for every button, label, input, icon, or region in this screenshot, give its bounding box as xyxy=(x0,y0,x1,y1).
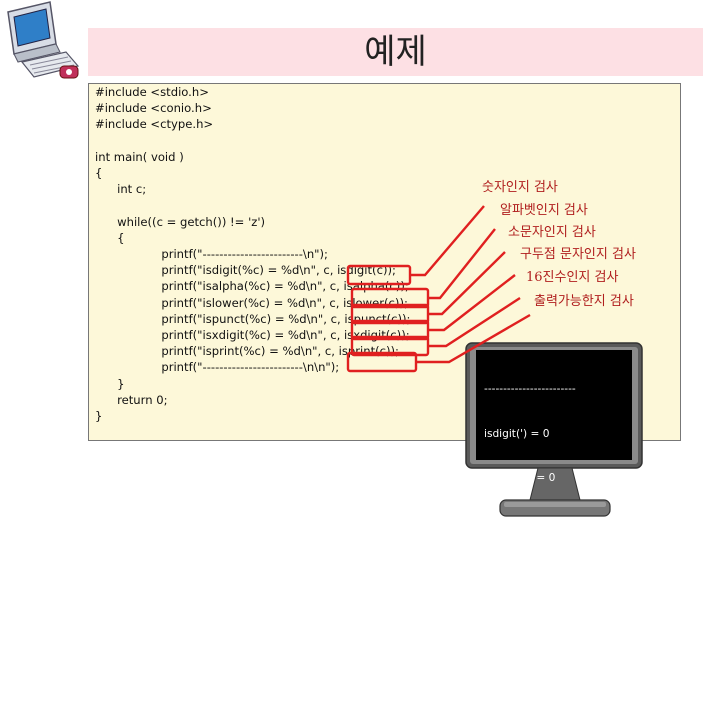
console-line: islower(') = 0 xyxy=(484,515,555,528)
code-line: printf("------------------------\n\n"); xyxy=(95,360,340,375)
code-line: { xyxy=(95,230,125,245)
code-line: #include <ctype.h> xyxy=(95,117,214,132)
title-background xyxy=(88,28,703,76)
code-line: { xyxy=(95,166,103,180)
console-output: ------------------------ isdigit(') = 0 … xyxy=(484,353,576,721)
annotation-isalpha: 알파벳인지 검사 xyxy=(500,203,588,218)
console-line: ------------------------ xyxy=(484,383,576,396)
computer-icon xyxy=(7,1,80,79)
code-line: printf("islower(%c) = %d\n", c, islower(… xyxy=(95,295,408,310)
code-line: printf("isprint(%c) = %d\n", c, isprint(… xyxy=(95,344,399,359)
console-line: isprint(') = 16 xyxy=(484,648,558,661)
console-line: isdigit(') = 0 xyxy=(484,427,550,440)
code-line: int main( void ) xyxy=(95,149,184,164)
code-line: } xyxy=(95,376,125,391)
code-line: printf("isdigit(%c) = %d\n", c, isdigit(… xyxy=(95,263,396,278)
annotation-isdigit: 숫자인지 검사 xyxy=(482,180,558,195)
console-line: ispunct(') = 16 xyxy=(484,559,563,572)
annotation-isxdigit: 16진수인지 검사 xyxy=(526,270,619,285)
code-line: printf("ispunct(%c) = %d\n", c, ispunct(… xyxy=(95,311,411,326)
code-line: while((c = getch()) != 'z') xyxy=(95,214,266,229)
console-line: isalpha(') = 0 xyxy=(484,471,556,484)
annotation-ispunct: 구두점 문자인지 검사 xyxy=(520,247,636,262)
code-line: #include <stdio.h> xyxy=(95,85,209,99)
slide-title: 예제 xyxy=(364,32,427,72)
code-line: printf("------------------------\n"); xyxy=(95,247,328,261)
code-line: #include <conio.h> xyxy=(95,101,212,116)
code-line: printf("isxdigit(%c) = %d\n", c, isxdigi… xyxy=(95,328,410,342)
console-screen xyxy=(476,350,632,460)
code-line: } xyxy=(95,409,103,423)
code-line: printf("isalpha(%c) = %d\n", c, isalpha(… xyxy=(95,279,409,294)
annotation-isprint: 출력가능한지 검사 xyxy=(534,294,634,309)
annotation-islower: 소문자인지 검사 xyxy=(508,225,596,240)
code-line: return 0; xyxy=(95,392,168,407)
code-line: int c; xyxy=(95,182,147,197)
console-line: ------------------------ xyxy=(484,692,576,705)
console-line: isxdigit(') = 0 xyxy=(484,603,556,616)
